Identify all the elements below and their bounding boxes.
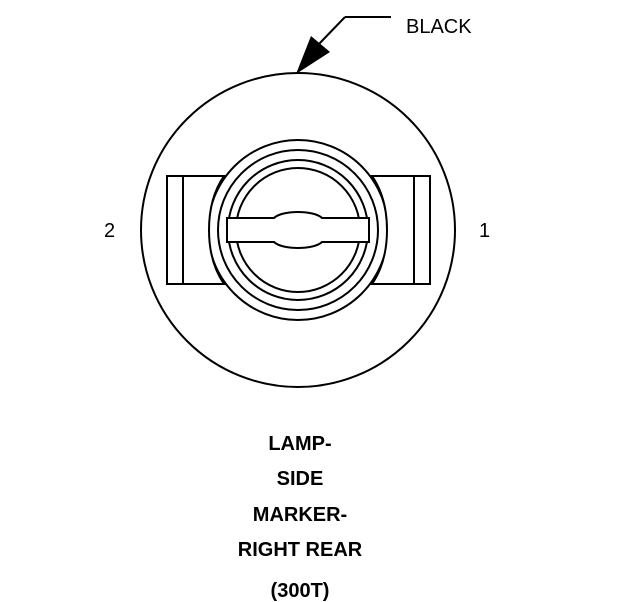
pin-1-label: 1 xyxy=(479,220,490,242)
caption-line-4: RIGHT REAR xyxy=(237,539,363,561)
wire-color-arrow-icon xyxy=(296,36,330,74)
caption-line-3: MARKER- xyxy=(252,504,348,526)
caption-line-1: LAMP- xyxy=(268,433,332,455)
connector-diagram: BLACK 2 1 xyxy=(104,16,490,388)
left-latch-tab xyxy=(166,175,226,285)
wire-color-label: BLACK xyxy=(406,16,472,38)
pin-2-label: 2 xyxy=(104,220,115,242)
caption-line-2: SIDE xyxy=(276,468,324,490)
caption-line-5: (300T) xyxy=(270,580,330,602)
right-latch-tab xyxy=(370,175,431,285)
connector-socket-outer xyxy=(217,149,379,311)
bulb-key-blade xyxy=(226,211,370,249)
wire-color-leader-diagonal xyxy=(317,16,346,46)
